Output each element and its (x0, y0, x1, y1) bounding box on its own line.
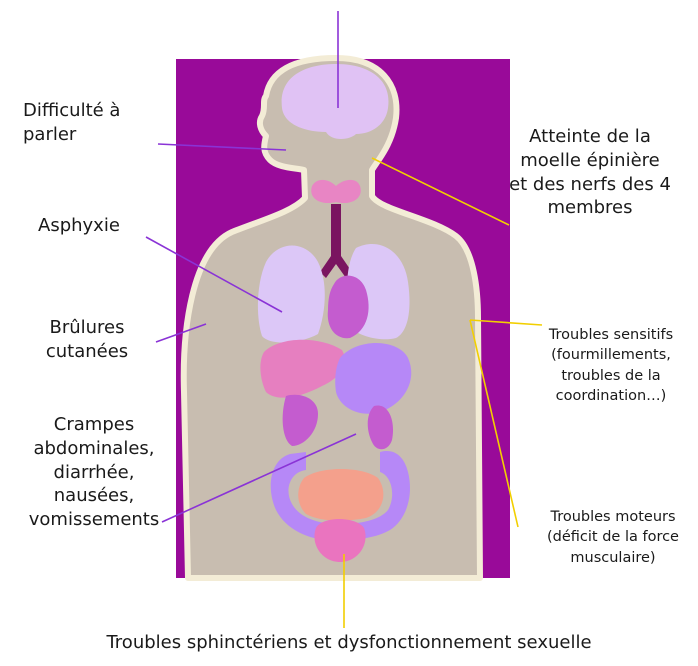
label-spinal: Atteinte de la moelle épinière et des ne… (500, 125, 680, 220)
left-lung (258, 246, 325, 343)
label-abdominal: Crampes abdominales, diarrhée, nausées, … (12, 413, 176, 532)
label-motor: Troubles moteurs (déficit de la force mu… (531, 507, 695, 568)
label-asphyxia: Asphyxie (38, 214, 120, 238)
pelvis-organ (298, 469, 383, 521)
label-speech: Difficulté à parler (23, 99, 120, 147)
label-burns: Brûlures cutanées (22, 316, 152, 364)
label-sphincter: Troubles sphinctériens et dysfonctionnem… (0, 631, 698, 655)
label-sensory: Troubles sensitifs (fourmillements, trou… (532, 325, 690, 406)
